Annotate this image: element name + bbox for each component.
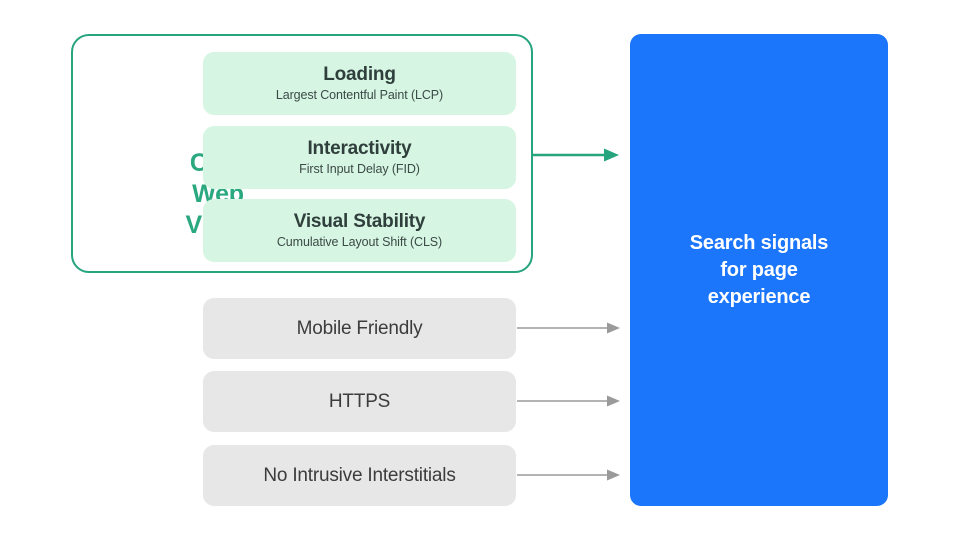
arrow-mobile-friendly-to-outcome [517,322,620,334]
signal-box-mobile-friendly: Mobile Friendly [203,298,516,359]
vital-card-loading: Loading Largest Contentful Paint (LCP) [203,52,516,115]
arrow-no-intrusive-interstitials-to-outcome [517,469,620,481]
vital-card-subtitle: Largest Contentful Paint (LCP) [275,88,444,102]
vital-card-title: Visual Stability [293,211,426,232]
outcome-line-3: experience [707,285,811,308]
vital-card-subtitle: Cumulative Layout Shift (CLS) [276,235,443,249]
outcome-line-1: Search signals [689,231,829,254]
arrow-https-to-outcome [517,395,620,407]
vital-card-visual-stability: Visual Stability Cumulative Layout Shift… [203,199,516,262]
vital-card-title: Interactivity [307,138,412,159]
signal-box-label: Mobile Friendly [296,318,423,339]
outcome-panel: Search signals for page experience [630,34,888,506]
signal-box-https: HTTPS [203,371,516,432]
signal-box-label: HTTPS [328,391,391,412]
signal-box-label: No Intrusive Interstitials [263,465,456,486]
signal-box-no-intrusive-interstitials: No Intrusive Interstitials [203,445,516,506]
outcome-line-2: for page [720,258,798,281]
arrow-core-web-vitals-to-outcome [533,148,619,162]
vital-card-subtitle: First Input Delay (FID) [299,162,420,176]
outcome-panel-text: Search signals for page experience [689,230,829,311]
vital-card-interactivity: Interactivity First Input Delay (FID) [203,126,516,189]
vital-card-title: Loading [323,64,396,85]
